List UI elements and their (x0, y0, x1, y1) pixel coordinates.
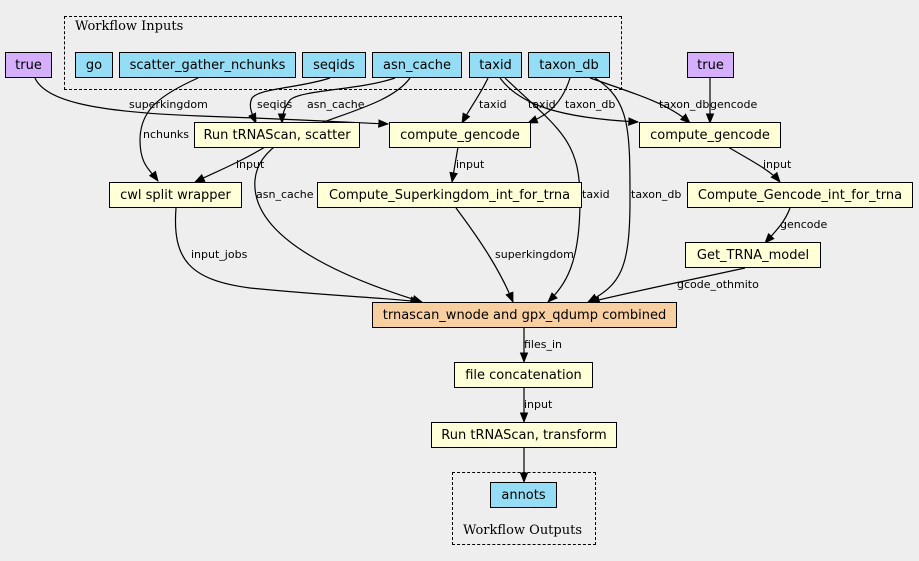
node-go[interactable]: go (75, 52, 113, 78)
edge-label-input: input (524, 398, 553, 411)
node-taxon-db[interactable]: taxon_db (528, 52, 610, 78)
node-run-trnascan-transform[interactable]: Run tRNAScan, transform (431, 422, 617, 448)
node-true-left[interactable]: true (5, 52, 52, 78)
node-compute-gencode-2[interactable]: compute_gencode (639, 122, 781, 148)
edge-label-seqids: seqids (257, 98, 293, 111)
edge-label-taxid: taxid (528, 98, 556, 111)
edge-label-taxid: taxid (479, 98, 507, 111)
node-seqids[interactable]: seqids (302, 52, 366, 78)
node-compute-gencode-int[interactable]: Compute_Gencode_int_for_trna (687, 182, 913, 208)
edge-label-gcode-othmito: gcode_othmito (677, 278, 759, 291)
edge-taxondb-to-compute-gencode-2 (589, 77, 691, 124)
edge-label-asn-cache: asn_cache (256, 188, 314, 201)
workflow-outputs-label: Workflow Outputs (463, 523, 582, 538)
node-true-right[interactable]: true (687, 52, 734, 78)
edge-label-input: input (763, 158, 792, 171)
node-scatter-gather-nchunks[interactable]: scatter_gather_nchunks (119, 52, 296, 78)
edge-gencode2-to-gencode-int (727, 146, 781, 183)
edge-label-taxon-db: taxon_db (565, 98, 616, 111)
edge-seqids-to-scatter (248, 77, 331, 124)
node-cwl-split-wrapper[interactable]: cwl split wrapper (109, 182, 242, 208)
edge-taxid-to-compute-gencode-2 (499, 77, 640, 126)
node-taxid[interactable]: taxid (469, 52, 522, 78)
edge-label-gencode: gencode (710, 98, 758, 111)
edge-asncache-to-scatter (277, 77, 396, 125)
edge-label-input: input (236, 158, 265, 171)
edge-asncache-to-combined (254, 77, 424, 304)
edge-taxondb-to-compute-gencode-1 (527, 77, 571, 124)
edge-label-input-jobs: input_jobs (191, 248, 248, 261)
edge-label-nchunks: nchunks (143, 128, 190, 141)
edge-gencode1-to-superkingdom (449, 146, 459, 184)
edge-scatter-to-split (194, 146, 266, 183)
edge-label-superkingdom: superkingdom (129, 98, 208, 111)
edge-superkingdom-to-combined (455, 207, 514, 304)
edge-label-superkingdom: superkingdom (495, 248, 574, 261)
edge-label-taxid: taxid (582, 188, 610, 201)
node-get-trna-model[interactable]: Get_TRNA_model (685, 242, 821, 268)
node-annots[interactable]: annots (490, 482, 557, 508)
node-trnascan-combined[interactable]: trnascan_wnode and gpx_qdump combined (372, 302, 677, 328)
node-compute-superkingdom[interactable]: Compute_Superkingdom_int_for_trna (317, 182, 582, 208)
node-run-trnascan-scatter[interactable]: Run tRNAScan, scatter (194, 122, 360, 148)
edge-label-files-in: files_in (524, 338, 563, 351)
workflow-outputs-cluster (452, 472, 596, 545)
edge-model-to-combined (588, 267, 746, 304)
edge-taxondb-to-combined (587, 77, 631, 303)
edge-taxid-to-compute-gencode-1 (461, 77, 489, 124)
edge-label-input: input (456, 158, 485, 171)
edge-nchunks-to-split (139, 77, 199, 182)
workflow-inputs-label: Workflow Inputs (75, 19, 184, 34)
node-compute-gencode-1[interactable]: compute_gencode (389, 122, 531, 148)
edge-label-taxon-db: taxon_db (659, 98, 710, 111)
edge-label-gencode: gencode (780, 218, 828, 231)
edge-gencode-int-to-model (764, 207, 791, 244)
edge-label-taxon-db: taxon_db (631, 188, 682, 201)
edge-split-to-combined (174, 207, 422, 305)
workflow-inputs-cluster (64, 16, 622, 90)
node-asn-cache[interactable]: asn_cache (372, 52, 462, 78)
edge-label-asn-cache: asn_cache (307, 98, 365, 111)
edge-true-to-compute-gencode (34, 77, 390, 128)
node-file-concatenation[interactable]: file concatenation (454, 362, 593, 388)
